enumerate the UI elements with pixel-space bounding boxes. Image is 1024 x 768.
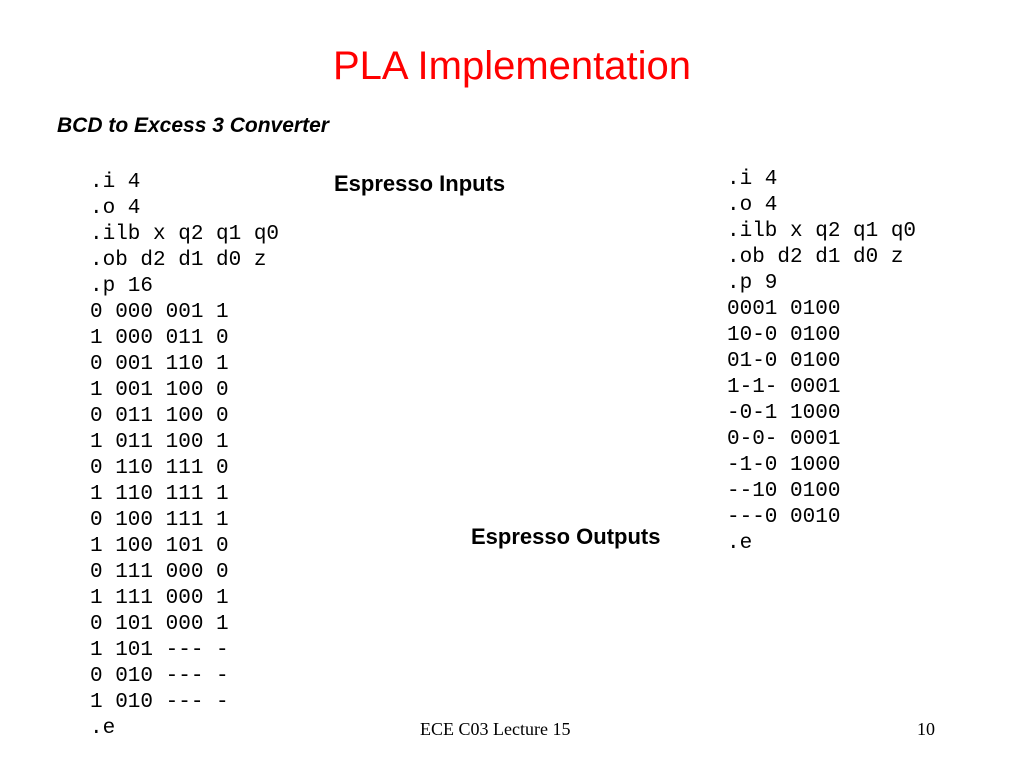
espresso-outputs-label: Espresso Outputs	[471, 524, 661, 549]
page-number: 10	[917, 719, 935, 739]
code-line: 1 000 011 0	[90, 327, 229, 350]
code-line: 0 010 --- -	[90, 665, 229, 688]
code-line: 0 111 000 0	[90, 561, 229, 584]
code-line: --10 0100	[727, 480, 841, 503]
code-line: .o 4	[90, 197, 141, 220]
espresso-input-listing: .i 4 .o 4 .ilb x q2 q1 q0 .ob d2 d1 d0 z .p …	[90, 170, 279, 742]
code-line: 1 010 --- -	[90, 691, 229, 714]
code-line: .i 4	[90, 171, 141, 194]
espresso-output-listing: .i 4 .o 4 .ilb x q2 q1 q0 .ob d2 d1 d0 z .p …	[727, 167, 916, 557]
slide-subtitle: BCD to Excess 3 Converter	[57, 114, 329, 137]
code-line: 0001 0100	[727, 298, 841, 321]
code-line: .p 16	[90, 275, 154, 298]
code-line: .ob d2 d1 d0 z	[727, 246, 904, 269]
code-line: .ilb x q2 q1 q0	[727, 220, 917, 243]
code-line: .e	[90, 717, 116, 740]
code-line: 0 101 000 1	[90, 613, 229, 636]
code-line: .e	[727, 532, 753, 555]
code-line: 0 000 001 1	[90, 301, 229, 324]
code-line: ---0 0010	[727, 506, 841, 529]
code-line: .ilb x q2 q1 q0	[90, 223, 280, 246]
code-line: -1-0 1000	[727, 454, 841, 477]
code-line: 1 001 100 0	[90, 379, 229, 402]
code-line: .i 4	[727, 168, 778, 191]
code-line: 1 110 111 1	[90, 483, 229, 506]
code-line: .p 9	[727, 272, 778, 295]
code-line: 10-0 0100	[727, 324, 841, 347]
code-line: 1 101 --- -	[90, 639, 229, 662]
code-line: 1 100 101 0	[90, 535, 229, 558]
code-line: 0-0- 0001	[727, 428, 841, 451]
code-line: .ob d2 d1 d0 z	[90, 249, 267, 272]
code-line: 1 011 100 1	[90, 431, 229, 454]
code-line: 0 011 100 0	[90, 405, 229, 428]
code-line: 0 100 111 1	[90, 509, 229, 532]
code-line: 0 110 111 0	[90, 457, 229, 480]
code-line: 1-1- 0001	[727, 376, 841, 399]
code-line: -0-1 1000	[727, 402, 841, 425]
espresso-inputs-label: Espresso Inputs	[334, 171, 506, 196]
code-line: 0 001 110 1	[90, 353, 229, 376]
slide-title: PLA Implementation	[333, 44, 691, 88]
code-line: .o 4	[727, 194, 778, 217]
code-line: 01-0 0100	[727, 350, 841, 373]
code-line: 1 111 000 1	[90, 587, 229, 610]
footer-lecture: ECE C03 Lecture 15	[420, 719, 571, 739]
